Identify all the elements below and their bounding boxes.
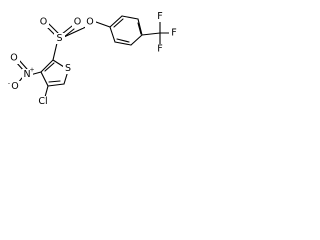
fluorine-bottom-label: F bbox=[157, 44, 162, 55]
bond-c4-chlorine bbox=[44, 85, 49, 98]
nitro-oxygen-single-charge: - bbox=[8, 81, 10, 88]
chemical-structure: O S O O S Cl N + O O - F F F bbox=[8, 11, 179, 107]
nitro-oxygen-double-label: O bbox=[10, 53, 17, 64]
bond-sulfonyl-ester-o bbox=[63, 25, 89, 38]
sulfonyl-oxygen-left-label: O bbox=[40, 17, 47, 28]
nitro-oxygen-single-label: O bbox=[11, 81, 18, 92]
bond-phenyl-2-3 bbox=[121, 15, 139, 20]
bond-thiophene-c4-c3 bbox=[40, 71, 49, 87]
chlorine-label: Cl bbox=[38, 96, 47, 107]
bond-phenyl-inner-a bbox=[113, 18, 124, 28]
bond-sulfonyl-o-right-a bbox=[61, 25, 73, 35]
bond-phenyl-4-5 bbox=[130, 34, 143, 46]
bond-thiophene-c5-c4 bbox=[47, 83, 65, 87]
bond-phenyl-6-1 bbox=[109, 26, 116, 43]
bond-phenyl-inner-c bbox=[116, 38, 130, 43]
bond-phenyl-1-2 bbox=[109, 15, 123, 28]
bond-thiophene-c4-c4-inner bbox=[48, 80, 61, 83]
bond-thiophene-c2-s bbox=[52, 59, 65, 68]
ester-oxygen-label: O bbox=[86, 17, 93, 28]
bond-thiophene-c3-c2 bbox=[40, 59, 54, 73]
bond-phenyl-inner-b bbox=[137, 22, 142, 35]
bond-phenyl-cf3 bbox=[141, 32, 161, 36]
bonds bbox=[15, 15, 171, 98]
bond-phenyl-3-4 bbox=[137, 18, 143, 36]
bond-ester-o-phenyl bbox=[95, 21, 111, 28]
bond-thiophene-c3-c2-inner bbox=[44, 62, 55, 72]
fluorine-right-label: F bbox=[171, 28, 176, 39]
nitro-nitrogen-charge: + bbox=[29, 67, 34, 74]
sulfonyl-oxygen-right-label: O bbox=[74, 17, 81, 28]
ring-sulfur-label: S bbox=[65, 63, 71, 74]
atom-labels: O S O O S Cl N + O O - F F F bbox=[8, 11, 179, 107]
bond-nitro-n-o-double-b bbox=[18, 59, 28, 70]
bond-phenyl-5-6 bbox=[114, 41, 132, 46]
bond-c2-sulfonyl bbox=[52, 42, 58, 61]
nitro-nitrogen-label: N bbox=[23, 69, 30, 80]
bond-sulfonyl-o-left-b bbox=[48, 23, 60, 35]
sulfonyl-sulfur-label: S bbox=[56, 33, 62, 44]
fluorine-top-label: F bbox=[157, 11, 162, 22]
